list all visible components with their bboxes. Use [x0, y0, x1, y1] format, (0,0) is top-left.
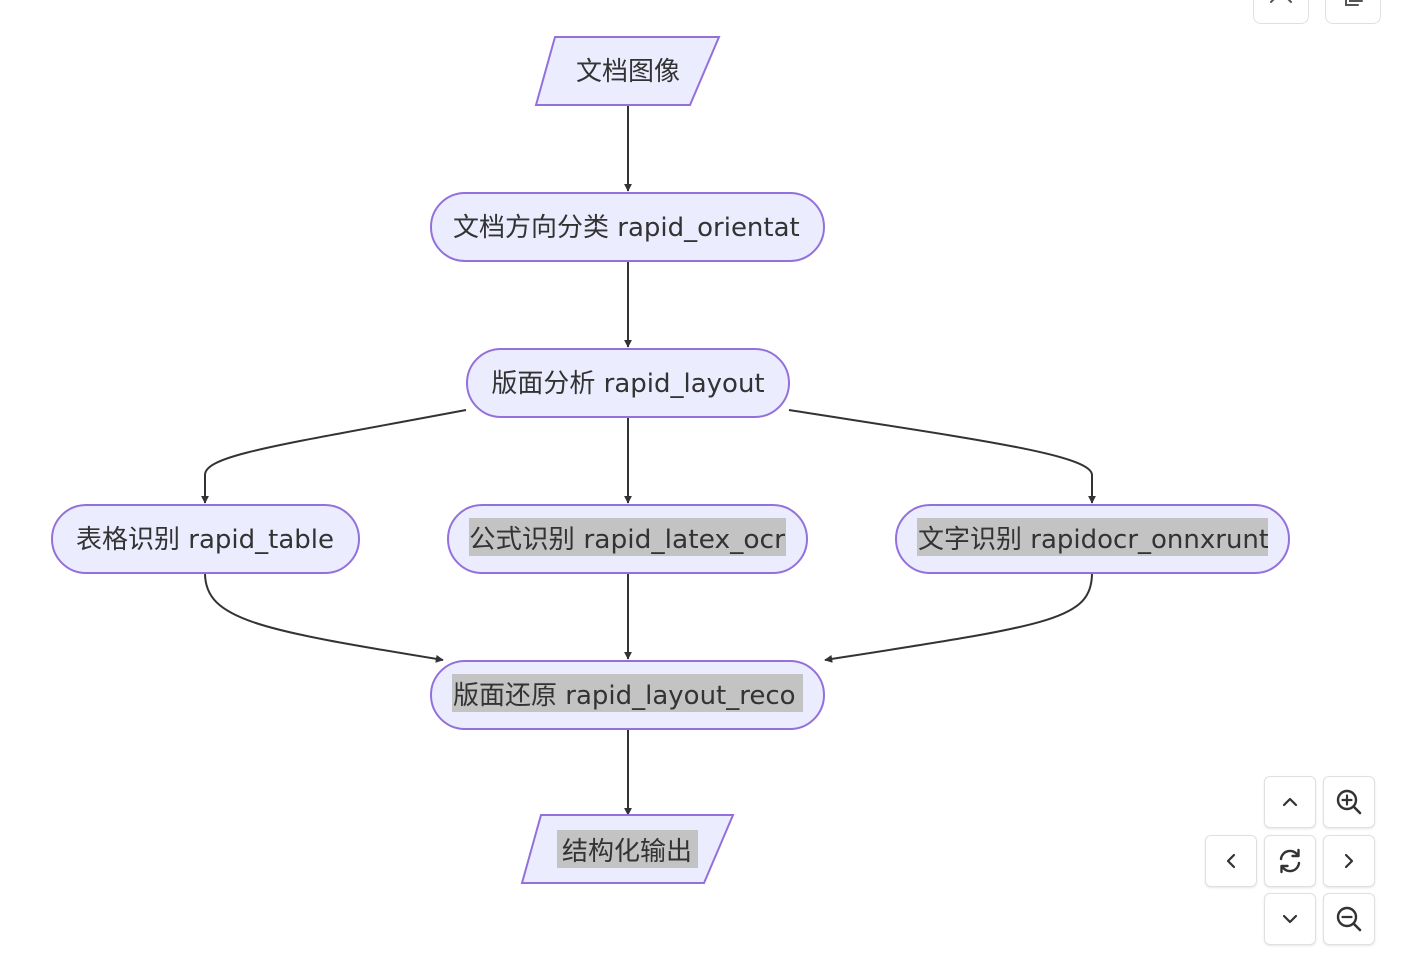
node-formula-recognition[interactable]: 公式识别 rapid_latex_ocr: [447, 504, 808, 574]
node-layout-analysis-label: 版面分析 rapid_layout: [491, 369, 764, 399]
zoom-in-button[interactable]: [1323, 776, 1375, 828]
zoom-out-button[interactable]: [1323, 893, 1375, 945]
zoom-out-icon: [1336, 906, 1362, 932]
pan-left-button[interactable]: [1205, 835, 1257, 887]
edge-ocr-to-recovery: [824, 572, 1093, 663]
node-structured-output-label: 结构化输出: [562, 837, 692, 867]
node-formula-highlight: [469, 518, 786, 556]
edge-layout-to-table: [201, 409, 467, 504]
node-layout-recovery[interactable]: 版面还原 rapid_layout_reco: [430, 660, 825, 730]
reset-view-button[interactable]: [1264, 835, 1316, 887]
node-document-image[interactable]: 文档图像: [534, 36, 721, 106]
edge-layout-to-ocr: [788, 409, 1096, 504]
code-view-button[interactable]: [1253, 0, 1309, 24]
chevron-left-icon: [1226, 853, 1236, 869]
node-table-recognition[interactable]: 表格识别 rapid_table: [51, 504, 360, 574]
chevron-down-icon: [1282, 914, 1298, 924]
node-text-highlight: [917, 518, 1268, 556]
pan-up-button[interactable]: [1264, 776, 1316, 828]
node-formula-recognition-label: 公式识别 rapid_latex_ocr: [469, 525, 785, 555]
refresh-icon: [1279, 848, 1301, 874]
node-orientation[interactable]: 文档方向分类 rapid_orientat: [430, 192, 825, 262]
chevron-up-icon: [1282, 797, 1298, 807]
copy-icon: [1345, 0, 1363, 6]
node-output-highlight: [557, 830, 698, 868]
node-structured-output[interactable]: 结构化输出: [520, 814, 735, 884]
node-document-image-label: 文档图像: [576, 57, 680, 87]
zoom-in-icon: [1336, 789, 1362, 815]
pan-right-button[interactable]: [1323, 835, 1375, 887]
copy-button[interactable]: [1325, 0, 1381, 24]
chevron-right-icon: [1344, 853, 1354, 869]
node-recovery-highlight: [452, 674, 803, 712]
node-text-recognition-label: 文字识别 rapidocr_onnxrunt: [918, 525, 1269, 555]
edges: [201, 105, 1096, 816]
node-layout-analysis[interactable]: 版面分析 rapid_layout: [466, 348, 790, 418]
edge-table-to-recovery: [204, 572, 444, 663]
node-orientation-label: 文档方向分类 rapid_orientat: [453, 213, 800, 243]
node-table-recognition-label: 表格识别 rapid_table: [76, 525, 334, 555]
node-layout-recovery-label: 版面还原 rapid_layout_reco: [453, 681, 796, 711]
pan-down-button[interactable]: [1264, 893, 1316, 945]
code-icon: [1270, 0, 1292, 3]
node-text-recognition[interactable]: 文字识别 rapidocr_onnxrunt: [895, 504, 1290, 574]
